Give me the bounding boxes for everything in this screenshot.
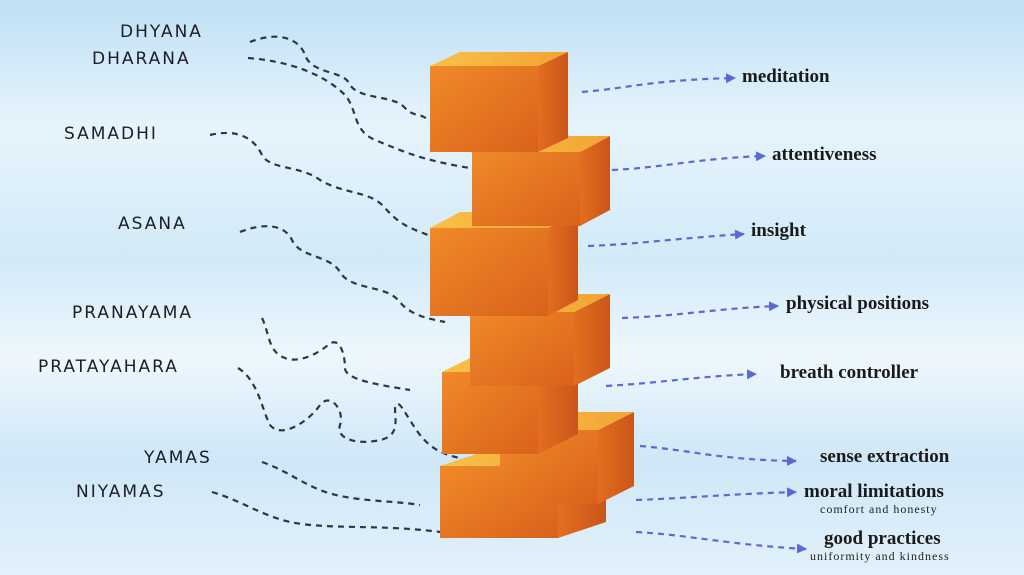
label-dhyana: DHYANA — [120, 22, 203, 42]
arrow-physical — [621, 301, 779, 320]
label-meditation: meditation — [742, 66, 830, 87]
tower-cube — [472, 136, 610, 226]
label-dharana: DHARANA — [92, 49, 191, 69]
tower-cube — [430, 52, 568, 152]
connector-niyamas — [211, 490, 441, 534]
sublabel-comfort-honesty: comfort and honesty — [820, 502, 938, 516]
label-moral-limitations: moral limitations — [804, 481, 944, 502]
connector-dharana — [247, 56, 471, 170]
label-physical-positions: physical positions — [786, 293, 930, 314]
arrow-sense — [639, 444, 797, 466]
arrow-meditation — [581, 73, 736, 94]
label-asana: ASANA — [118, 214, 187, 234]
label-samadhi: SAMADHI — [64, 124, 158, 144]
arrow-insight — [587, 229, 745, 248]
connector-pranayama — [261, 317, 411, 392]
label-insight: insight — [751, 220, 806, 241]
label-sense-extraction: sense extraction — [820, 446, 950, 467]
arrow-attentiveness — [611, 151, 766, 172]
connector-dhyana — [249, 35, 429, 121]
tower-cube — [430, 212, 578, 316]
arrow-breath — [605, 369, 757, 388]
label-yamas: YAMAS — [144, 448, 212, 468]
arrow-moral — [635, 487, 797, 502]
label-pratayahara: PRATAYAHARA — [38, 357, 179, 377]
sublabel-uniformity-kindness: uniformity and kindness — [810, 549, 950, 563]
label-pranayama: PRANAYAMA — [72, 303, 194, 323]
connector-asana — [239, 225, 446, 324]
label-niyamas: NIYAMAS — [76, 482, 166, 502]
label-attentiveness: attentiveness — [772, 144, 877, 165]
label-breath-controller: breath controller — [780, 362, 919, 383]
cube-tower — [430, 52, 634, 538]
left-connectors — [209, 35, 471, 534]
arrow-good — [635, 530, 807, 554]
connector-pratayahara — [237, 367, 461, 460]
right-arrows — [581, 73, 807, 554]
connector-yamas — [261, 460, 421, 507]
connector-samadhi — [209, 131, 429, 237]
label-good-practices: good practices — [824, 528, 941, 549]
